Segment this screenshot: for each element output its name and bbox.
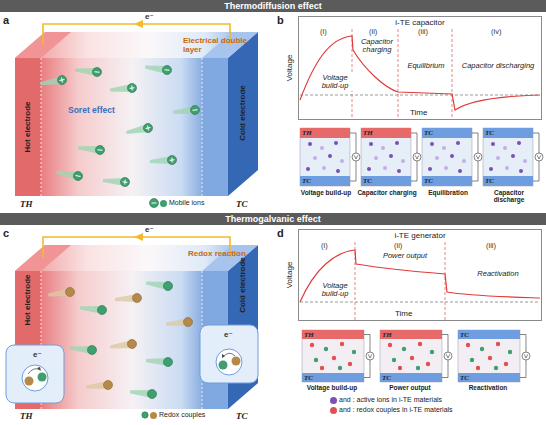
- panel-letter: c: [3, 227, 9, 239]
- section-title: Thermodiffusion effect: [0, 0, 546, 12]
- temperature-label: TH: [304, 331, 314, 339]
- panel-letter: d: [277, 227, 284, 239]
- chart-title: i-TE generator: [392, 231, 447, 240]
- panel-caption: Reactivation: [452, 384, 524, 391]
- temperature-label: TC: [485, 177, 494, 185]
- phase-number: (iii): [418, 28, 428, 37]
- electrode-label: Hot electrode: [23, 274, 32, 325]
- temperature-label: TC: [236, 199, 248, 209]
- legend-swatch: [150, 412, 157, 419]
- effect-label: Soret effect: [68, 106, 115, 116]
- temperature-label: TC: [236, 411, 248, 421]
- temperature-label: TC: [382, 374, 391, 382]
- temperature-label: TH: [302, 129, 312, 137]
- section-title: Thermogalvanic effect: [0, 213, 546, 225]
- temperature-label: TC: [485, 129, 494, 137]
- temperature-label: TC: [363, 177, 372, 185]
- temperature-label: TH: [382, 331, 392, 339]
- phase-number: (iii): [486, 242, 496, 251]
- electrode-label: Hot electrode: [23, 101, 32, 152]
- phase-label: Voltage build-up: [316, 74, 354, 91]
- axis-label: Time: [395, 309, 412, 318]
- phase-number: (ii): [369, 28, 377, 37]
- legend-swatch: [330, 407, 337, 414]
- region-label: Redox reaction: [188, 249, 250, 258]
- phase-label: Capacitor discharging: [458, 62, 538, 70]
- legend-item: and : active ions in i-TE materials: [330, 396, 442, 404]
- phase-number: (i): [321, 242, 328, 251]
- panel-caption: Power output: [374, 384, 446, 391]
- temperature-label: TC: [424, 129, 433, 137]
- panel-letter: a: [3, 14, 9, 26]
- electrode-label: Cold electrode: [238, 85, 247, 141]
- phase-label: Capacitor charging: [358, 38, 396, 55]
- temperature-label: TC: [460, 331, 469, 339]
- panel-caption: Capacitor charging: [357, 189, 417, 196]
- legend-swatch: [330, 397, 337, 404]
- section-band: Thermodiffusion effect: [0, 0, 546, 12]
- electron-label: e⁻: [145, 12, 154, 21]
- phase-number: (ii): [394, 242, 402, 251]
- phase-number: (iv): [491, 28, 501, 37]
- legend-text: Redox couples: [159, 411, 205, 419]
- chart-title: i-TE capacitor: [393, 18, 446, 27]
- electrode-label: Cold electrode: [238, 257, 247, 313]
- electron-label: e⁻: [224, 330, 233, 339]
- panel-caption: Voltage build-up: [296, 384, 368, 391]
- legend-item: Mobile ions: [160, 199, 204, 207]
- phase-label: Power output: [370, 252, 440, 260]
- legend-text: and : active ions in i-TE materials: [339, 396, 442, 404]
- legend-item: Redox couples: [150, 411, 205, 419]
- electron-label: e⁻: [33, 350, 42, 359]
- panel-caption: Capacitor discharge: [479, 189, 539, 204]
- phase-label: Equilibrium: [402, 62, 450, 70]
- phase-label: Reactivation: [458, 270, 538, 278]
- panel-letter: b: [277, 14, 284, 26]
- temperature-label: TC: [304, 374, 313, 382]
- panel-caption: Equilibration: [418, 189, 478, 196]
- legend-item: and : redox couples in i-TE materials: [330, 406, 453, 414]
- axis-label: Voltage: [285, 55, 294, 82]
- legend-text: Mobile ions: [169, 199, 204, 207]
- axis-label: Time: [410, 108, 427, 117]
- region-label: Electrical double layer: [183, 36, 255, 54]
- temperature-label: TC: [302, 177, 311, 185]
- phase-label: Voltage build-up: [316, 282, 354, 299]
- electron-label: e⁻: [145, 225, 154, 234]
- section-band: Thermogalvanic effect: [0, 213, 546, 225]
- legend-text: and : redox couples in i-TE materials: [339, 406, 453, 414]
- temperature-label: TH: [20, 199, 33, 209]
- temperature-label: TH: [20, 411, 33, 421]
- temperature-label: TH: [363, 129, 373, 137]
- axis-label: Voltage: [285, 262, 294, 289]
- legend-swatch: [160, 200, 167, 207]
- phase-number: (i): [320, 28, 327, 37]
- temperature-label: TC: [424, 177, 433, 185]
- panel-caption: Voltage build-up: [296, 189, 356, 196]
- temperature-label: TC: [460, 374, 469, 382]
